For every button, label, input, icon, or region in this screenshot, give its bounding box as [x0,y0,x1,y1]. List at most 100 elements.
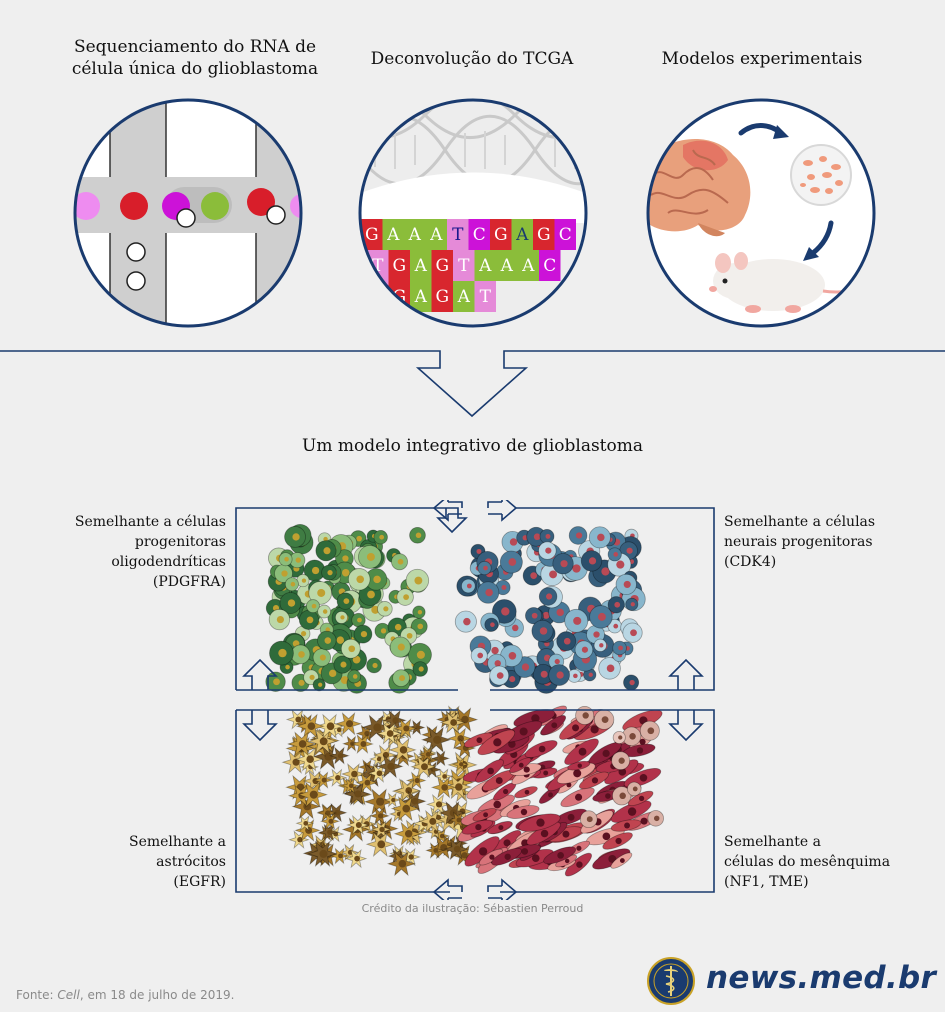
cell-droplet [247,188,275,216]
cell-nucleus [601,716,609,724]
quadrant-label-npc: Semelhante a células neurais progenitora… [724,514,876,570]
cell-nucleus [495,777,503,785]
cell-nucleus [354,790,362,798]
dna-base-cell [410,250,432,281]
cell-nucleus [360,741,367,747]
cell-nucleus [354,855,360,862]
cell-nucleus [398,859,407,868]
cell-nucleus [307,722,316,731]
dna-base-cell [382,219,404,250]
cell-nucleus [601,567,610,576]
dna-base-letter: G [435,287,449,307]
cell-nucleus [556,671,564,679]
cell-nucleus [386,730,394,737]
cell-nucleus [588,557,597,565]
cell-droplet [120,192,148,220]
cell-nucleus [632,786,638,792]
cell-nucleus [597,533,605,542]
cell-nucleus [549,570,558,579]
dna-base-letter: A [515,225,529,245]
dna-base-letter: C [543,256,556,276]
cell-nucleus [605,793,611,799]
cell-nucleus [295,716,302,723]
cell-nucleus [306,616,314,624]
cell-nucleus [391,797,396,803]
cell-nucleus [352,674,358,679]
cell-nucleus [512,624,519,632]
dna-base-cell [490,219,512,250]
cell-droplet [75,192,100,220]
cell-nucleus [357,617,362,623]
cell-nucleus [629,733,636,740]
dna-base-letter: A [521,256,535,276]
dna-base-letter: T [458,256,470,276]
cell-nucleus [305,826,313,834]
cell-nucleus [636,747,644,754]
cell-nucleus [418,666,424,672]
cell-nucleus [287,599,296,607]
cell-nucleus [563,637,571,645]
cell-nucleus [575,793,583,801]
cell-nucleus [276,615,284,624]
cell-nucleus [342,555,349,562]
cell-nucleus [376,756,382,762]
cell-nucleus [414,576,423,585]
cell-nucleus [441,784,448,791]
cell-nucleus [624,822,631,829]
cell-nucleus [327,569,333,576]
cell-nucleus [325,810,331,816]
cell-nucleus [364,730,370,737]
cell-nucleus [562,830,570,838]
cell-nucleus [539,764,546,771]
cell-nucleus [556,608,564,617]
cell-nucleus [343,598,350,605]
brand-logo: news.med.br [706,960,937,996]
cell-nucleus [404,830,413,838]
cell-nucleus [323,536,328,542]
barcode-bead [176,208,196,228]
cell-nucleus [417,609,423,615]
dna-base-letter: A [457,287,471,307]
scrna-circle [73,98,303,328]
cell-nucleus [417,623,424,630]
cell-nucleus [602,749,610,758]
dna-base-letter: A [414,287,428,307]
cell-nucleus [509,676,516,683]
cell-nucleus [377,813,384,819]
cell-nucleus [647,727,655,735]
cell-nucleus [336,636,345,644]
cell-nucleus [317,588,326,597]
cell-nucleus [298,679,305,686]
quadrant-label-opc: Semelhante a células progenitoras oligod… [74,514,226,590]
cell-nucleus [548,792,553,798]
cell-nucleus [348,783,354,789]
cell-nucleus [463,617,471,626]
cell-nucleus [408,854,414,860]
cell-nucleus [430,767,436,773]
cell-nucleus [324,637,332,644]
cell-nucleus [577,763,582,768]
cell-nucleus [573,673,578,679]
cell-nucleus [371,605,380,614]
cell-nucleus [623,580,631,588]
cell-nucleus [501,585,507,591]
cell-nucleus [394,623,402,631]
cell-nucleus [503,788,509,795]
cell-nucleus [483,565,488,571]
cell-nucleus [542,611,550,619]
cell-nucleus [626,547,633,554]
cell-nucleus [638,795,645,802]
illustration-credit: Crédito da ilustração: Sébastien Perroud [361,902,584,915]
cell-nucleus [295,557,301,563]
cell-dish-icon [790,144,852,206]
dna-base-cell [539,250,561,281]
cell-nucleus [311,566,320,575]
cell-nucleus [508,558,517,566]
cell-nucleus [618,768,627,776]
cell-nucleus [639,738,646,745]
cell-nucleus [336,727,342,733]
dna-base-cell [425,219,447,250]
cell-nucleus [581,646,589,653]
dna-base-cell [554,219,576,250]
dna-base-cell [517,250,539,281]
